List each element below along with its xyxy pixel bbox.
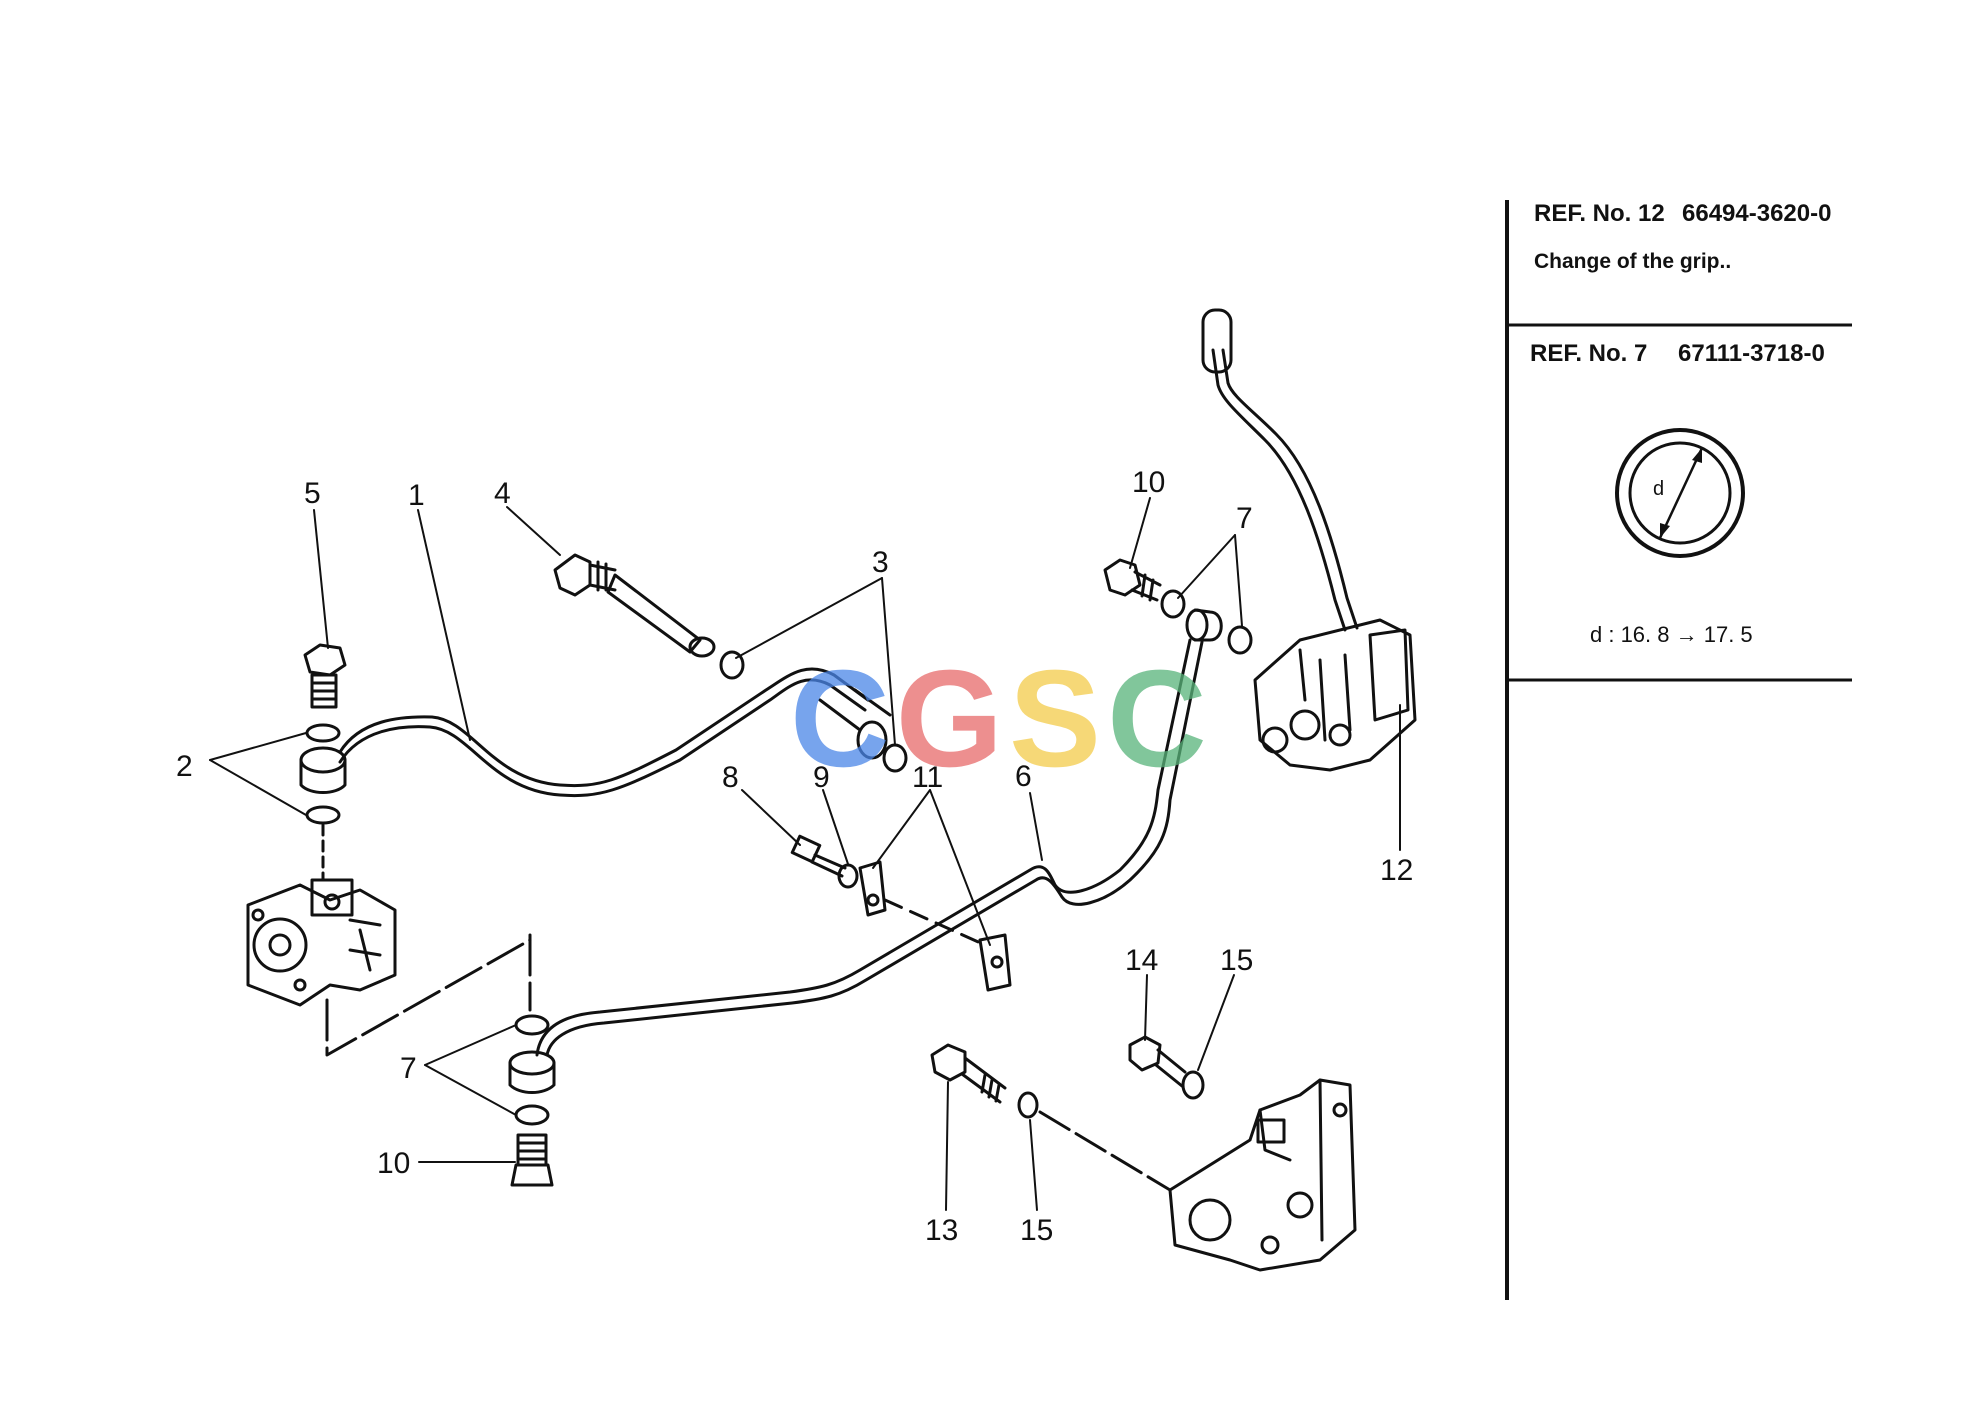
washer-2b xyxy=(305,805,341,825)
callout-1: 1 xyxy=(408,479,425,512)
banjo-fitting-7 xyxy=(508,1050,556,1094)
callout-15-lower: 15 xyxy=(1020,1214,1053,1247)
watermark-letter: C xyxy=(1107,642,1213,796)
ref12-part: 66494-3620-0 xyxy=(1682,200,1832,227)
ref-panel-frame xyxy=(1505,200,1852,1300)
watermark-letter: S xyxy=(1009,642,1108,796)
ref7-label: REF. No. 7 xyxy=(1530,340,1648,367)
alignment-line-left xyxy=(325,933,532,1057)
callout-14: 14 xyxy=(1125,944,1158,977)
callout-3: 3 xyxy=(872,546,889,579)
banjo-bolt-10-lower xyxy=(510,1133,554,1187)
control-lever-inner xyxy=(1221,348,1359,630)
dim-text: d : 16. 8 → 17. 5 xyxy=(1590,622,1753,647)
pipe-6-inner xyxy=(545,640,1204,1057)
banjo-bolt-10-upper xyxy=(1103,558,1162,602)
pipe-6 xyxy=(535,638,1192,1057)
callout-7-lower: 7 xyxy=(400,1052,417,1085)
washer-15b xyxy=(1181,1070,1205,1100)
washer-7a xyxy=(514,1014,550,1036)
banjo-fitting-3 xyxy=(818,688,892,760)
banjo-fitting-2 xyxy=(299,746,347,794)
washer-7c xyxy=(1160,589,1186,619)
washer-3a xyxy=(719,650,745,680)
callout-10-upper: 10 xyxy=(1132,466,1165,499)
washer-15a xyxy=(1017,1091,1039,1119)
bolt-5 xyxy=(303,643,347,709)
callout-2: 2 xyxy=(176,750,193,783)
watermark-letter: C xyxy=(790,642,896,796)
ref12-note: Change of the grip.. xyxy=(1534,250,1732,273)
callout-7-upper: 7 xyxy=(1236,502,1253,535)
pipe-1-inner xyxy=(338,667,870,788)
dim-symbol: d xyxy=(1653,478,1664,500)
callout-9: 9 xyxy=(813,761,830,794)
valve-housing xyxy=(1168,1078,1357,1272)
pipe-1 xyxy=(338,678,867,798)
watermark-logo: CGSC xyxy=(790,640,1213,799)
callout-11: 11 xyxy=(912,761,943,794)
lever-grip xyxy=(1201,308,1233,374)
hydraulic-pump xyxy=(246,878,397,1007)
washer-7d xyxy=(1227,625,1253,655)
bolt-13 xyxy=(930,1043,1007,1104)
clamp-11b xyxy=(978,933,1012,992)
watermark-letter: G xyxy=(895,642,1010,796)
banjo-bolt-4 xyxy=(553,553,716,658)
callout-4: 4 xyxy=(494,477,511,510)
callout-8: 8 xyxy=(722,761,739,794)
callout-13: 13 xyxy=(925,1214,958,1247)
clamp-11a xyxy=(858,860,887,917)
bolt-13-axis xyxy=(1038,1110,1172,1192)
callout-5: 5 xyxy=(304,477,321,510)
control-valve-12 xyxy=(1253,618,1417,772)
callout-6: 6 xyxy=(1015,760,1032,793)
banjo-fitting-7-upper xyxy=(1185,608,1223,642)
grip-diameter-diagram xyxy=(1615,428,1745,558)
control-lever xyxy=(1211,348,1347,632)
bolt-8 xyxy=(790,834,847,878)
leader-lines xyxy=(209,497,1401,1211)
callout-12: 12 xyxy=(1380,854,1413,887)
ref7-part: 67111-3718-0 xyxy=(1678,340,1825,367)
clamp-axis xyxy=(883,898,987,947)
ref12-label: REF. No. 12 xyxy=(1534,200,1665,227)
callout-15-upper: 15 xyxy=(1220,944,1253,977)
callout-10-lower: 10 xyxy=(377,1147,410,1180)
bolt-14 xyxy=(1128,1035,1187,1088)
washer-2a xyxy=(305,723,341,743)
washer-7b xyxy=(514,1104,550,1126)
